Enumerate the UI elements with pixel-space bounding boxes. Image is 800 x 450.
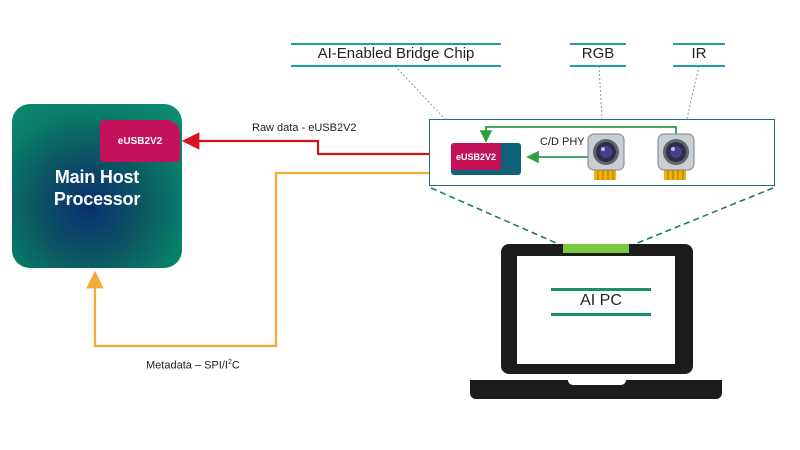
bridge-title-bottom-line	[291, 65, 501, 67]
phy-label: C/D PHY	[540, 136, 585, 148]
ai-pc-label: AI PC	[580, 292, 622, 309]
ai-pc-top-line	[551, 288, 651, 291]
zoom-line-left	[430, 187, 564, 247]
raw-data-label: Raw data - eUSB2V2	[252, 122, 357, 134]
rgb-camera-sensor-icon	[587, 133, 625, 180]
raw-data-link	[181, 132, 451, 156]
host-title: Main Host Processor	[53, 167, 141, 209]
bridge-eusb-chip: eUSB2V2	[451, 143, 501, 170]
laptop-base	[470, 380, 722, 399]
laptop-camera-bar	[563, 244, 629, 253]
bridge-title-top-line	[291, 43, 501, 45]
rgb-title: RGB	[581, 45, 615, 62]
bridge-title: AI-Enabled Bridge Chip	[317, 45, 475, 62]
ir-title-bottom-line	[673, 65, 725, 67]
zoom-line-right	[629, 187, 774, 247]
ir-camera-sensor-icon	[657, 133, 695, 180]
laptop-display	[517, 256, 675, 364]
ai-pc-bottom-line	[551, 313, 651, 316]
metadata-label: Metadata – SPI/I2C	[146, 359, 240, 372]
laptop-base-notch	[568, 380, 626, 385]
ir-title-top-line	[673, 43, 725, 45]
rgb-title-top-line	[570, 43, 626, 45]
rgb-title-bottom-line	[570, 65, 626, 67]
host-eusb-chip: eUSB2V2	[100, 120, 180, 162]
metadata-link	[86, 171, 451, 348]
ir-title: IR	[691, 45, 707, 62]
